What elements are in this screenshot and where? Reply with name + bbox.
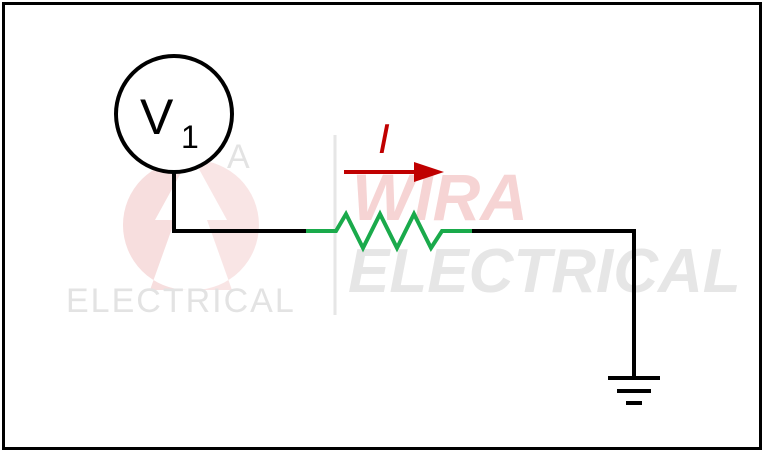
- voltage-source-circle: [114, 54, 234, 174]
- wires: [172, 170, 636, 379]
- voltage-source-subscript: 1: [181, 119, 199, 155]
- watermark-logo-fragment: A: [227, 138, 252, 176]
- current-arrow-head: [414, 162, 444, 182]
- watermark-right-line2: ELECTRICAL: [348, 237, 741, 306]
- watermark-logo: A: [122, 138, 259, 290]
- voltage-source-label: V: [140, 89, 174, 145]
- current-indicator: I: [344, 115, 444, 182]
- ground-symbol: [608, 376, 660, 405]
- voltage-source: V 1: [114, 54, 234, 174]
- resistor: [306, 209, 472, 253]
- watermark: A ELECTRICAL WIRA ELECTRICAL: [66, 135, 741, 320]
- wire-resistor-to-ground: [470, 229, 636, 379]
- wire-source-to-resistor: [172, 170, 308, 233]
- current-label: I: [378, 115, 390, 162]
- watermark-left-text: ELECTRICAL: [66, 282, 296, 320]
